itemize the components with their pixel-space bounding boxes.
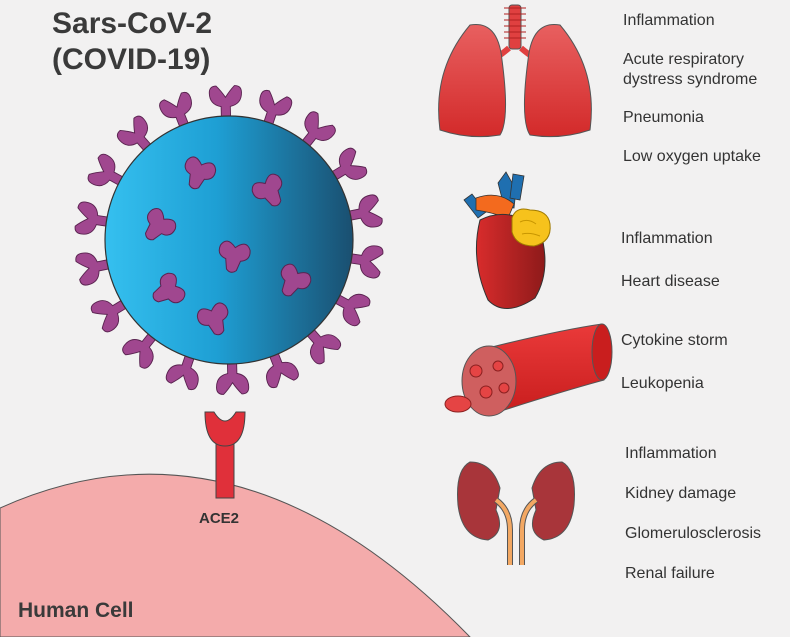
symptom-label: Renal failure bbox=[625, 565, 715, 582]
spike-protein bbox=[75, 252, 111, 286]
blood-vessel-icon bbox=[444, 323, 613, 417]
spike-protein bbox=[116, 115, 153, 153]
symptom-label: Acute respiratory dystress syndrome bbox=[623, 51, 758, 88]
surface-proteins bbox=[145, 156, 312, 336]
spike-protein bbox=[333, 293, 371, 327]
spike-protein bbox=[90, 299, 128, 333]
human-cell-label: Human Cell bbox=[18, 599, 134, 622]
spike-protein bbox=[74, 201, 110, 235]
surface-protein bbox=[145, 208, 177, 241]
title-line-1: Sars-CoV-2 bbox=[52, 7, 213, 40]
surface-protein bbox=[196, 302, 229, 336]
spike-protein bbox=[348, 245, 384, 279]
spike-proteins bbox=[74, 85, 384, 395]
spike-protein bbox=[305, 327, 342, 365]
spike-protein bbox=[266, 351, 299, 389]
symptom-label: Pneumonia bbox=[623, 109, 704, 126]
spike-protein bbox=[347, 194, 383, 228]
kidneys-icon bbox=[457, 461, 575, 565]
virus-body bbox=[104, 115, 354, 365]
virus-title: Sars-CoV-2 (COVID-19) bbox=[52, 6, 212, 78]
lungs-icon bbox=[438, 4, 592, 138]
symptom-label: Cytokine storm bbox=[621, 332, 728, 349]
surface-protein bbox=[184, 156, 217, 190]
symptom-label: Kidney damage bbox=[625, 485, 737, 502]
spike-protein bbox=[216, 361, 250, 395]
heart-icon bbox=[463, 171, 551, 309]
spike-protein bbox=[300, 111, 336, 149]
spike-protein bbox=[159, 91, 192, 129]
surface-protein bbox=[280, 263, 312, 297]
spike-protein bbox=[165, 353, 199, 391]
ace2-receptor bbox=[204, 411, 246, 499]
symptom-label: Glomerulosclerosis bbox=[625, 525, 762, 542]
surface-protein bbox=[218, 240, 251, 273]
spike-protein bbox=[122, 331, 158, 369]
surface-protein bbox=[251, 173, 283, 207]
symptom-label: Inflammation bbox=[621, 230, 713, 247]
symptom-label: Inflammation bbox=[625, 445, 717, 462]
spike-protein bbox=[87, 153, 125, 187]
symptom-label: Inflammation bbox=[623, 12, 715, 29]
title-line-2: (COVID-19) bbox=[52, 43, 211, 76]
symptom-label: Heart disease bbox=[621, 273, 720, 290]
spike-protein bbox=[208, 85, 242, 119]
spike-protein bbox=[330, 147, 368, 181]
ace2-label: ACE2 bbox=[199, 510, 240, 527]
symptom-label: Low oxygen uptake bbox=[623, 148, 761, 165]
surface-protein bbox=[152, 272, 186, 304]
spike-protein bbox=[259, 89, 293, 127]
symptom-label: Leukopenia bbox=[621, 375, 704, 392]
human-cell bbox=[0, 473, 471, 637]
